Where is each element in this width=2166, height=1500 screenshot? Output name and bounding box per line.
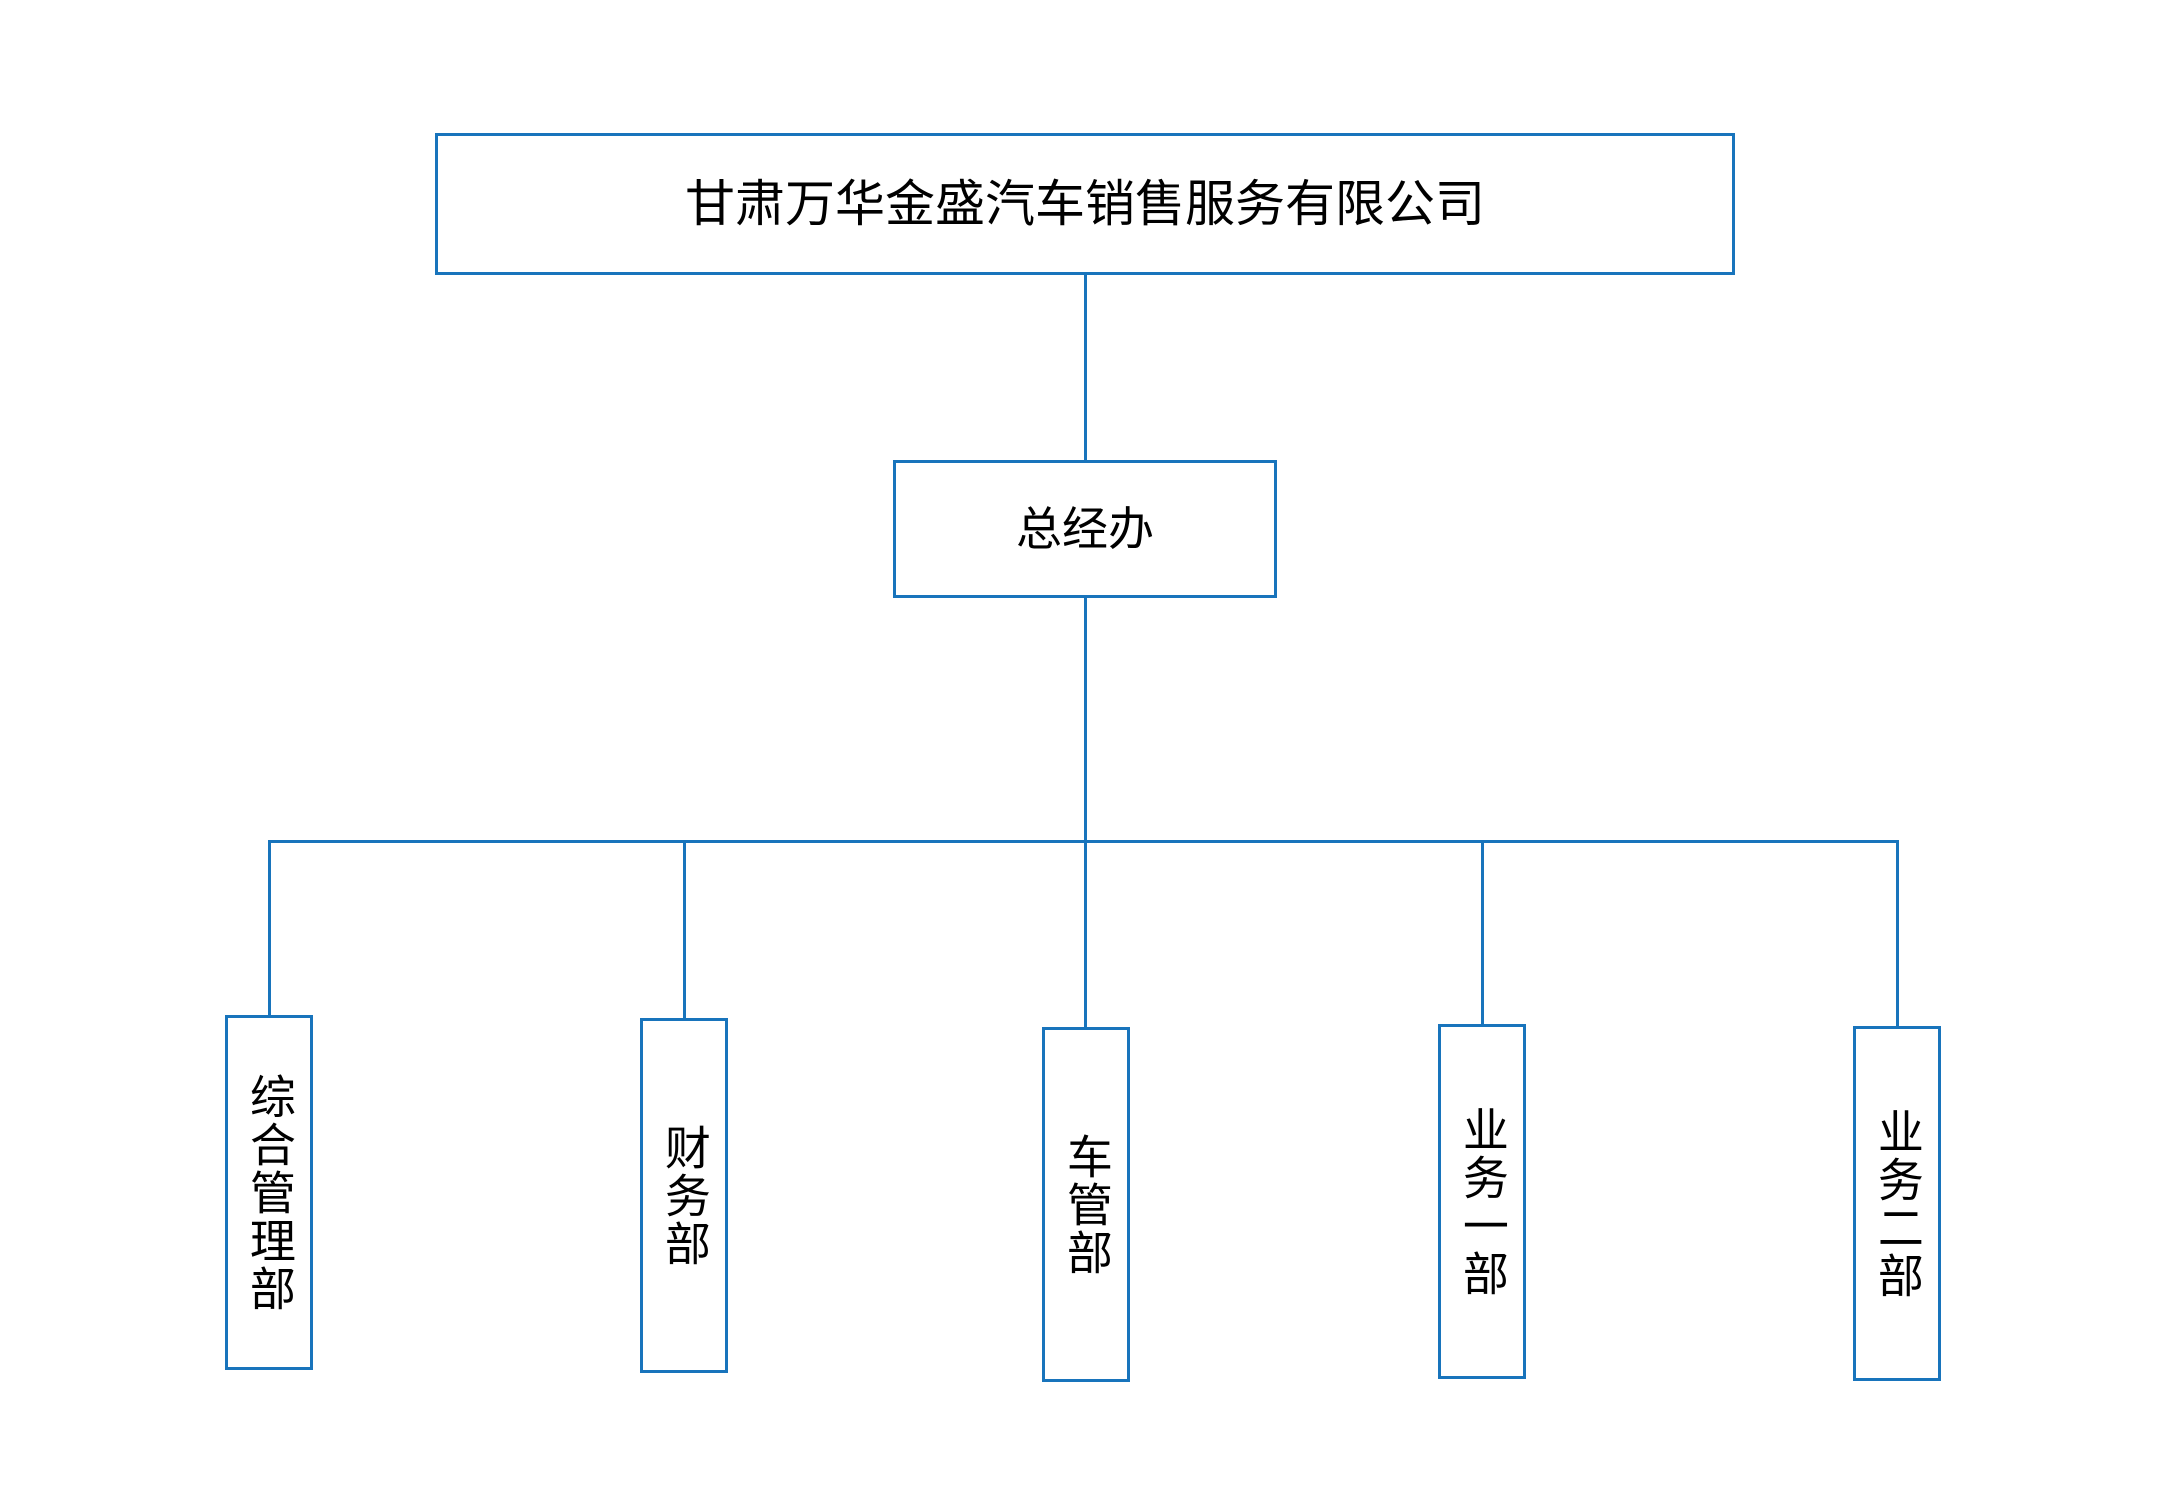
node-department-1[interactable]: 综合管理部 (225, 1015, 313, 1370)
connector-bus-to-dept-2 (683, 840, 686, 1018)
connector-general-office-to-bus (1084, 598, 1087, 842)
connector-bus-to-dept-5 (1896, 840, 1899, 1026)
connector-bus-to-dept-4 (1481, 840, 1484, 1024)
connector-bus-to-dept-1 (268, 840, 271, 1015)
node-company-root-label: 甘肃万华金盛汽车销售服务有限公司 (685, 175, 1485, 233)
node-department-3[interactable]: 车管部 (1042, 1027, 1130, 1382)
node-department-3-label: 车管部 (1059, 1132, 1114, 1277)
node-department-5[interactable]: 业务二部 (1853, 1026, 1941, 1381)
node-company-root[interactable]: 甘肃万华金盛汽车销售服务有限公司 (435, 133, 1735, 275)
connector-horizontal-bus (268, 840, 1898, 843)
node-department-2[interactable]: 财务部 (640, 1018, 728, 1373)
node-department-5-label: 业务二部 (1870, 1107, 1925, 1300)
node-department-2-label: 财务部 (657, 1123, 712, 1268)
node-general-office[interactable]: 总经办 (893, 460, 1277, 598)
node-department-4[interactable]: 业务一部 (1438, 1024, 1526, 1379)
node-general-office-label: 总经办 (1016, 502, 1154, 556)
node-department-4-label: 业务一部 (1455, 1105, 1510, 1298)
connector-root-to-general-office (1084, 275, 1087, 460)
connector-bus-to-dept-3 (1084, 840, 1087, 1027)
node-department-1-label: 综合管理部 (242, 1072, 297, 1313)
